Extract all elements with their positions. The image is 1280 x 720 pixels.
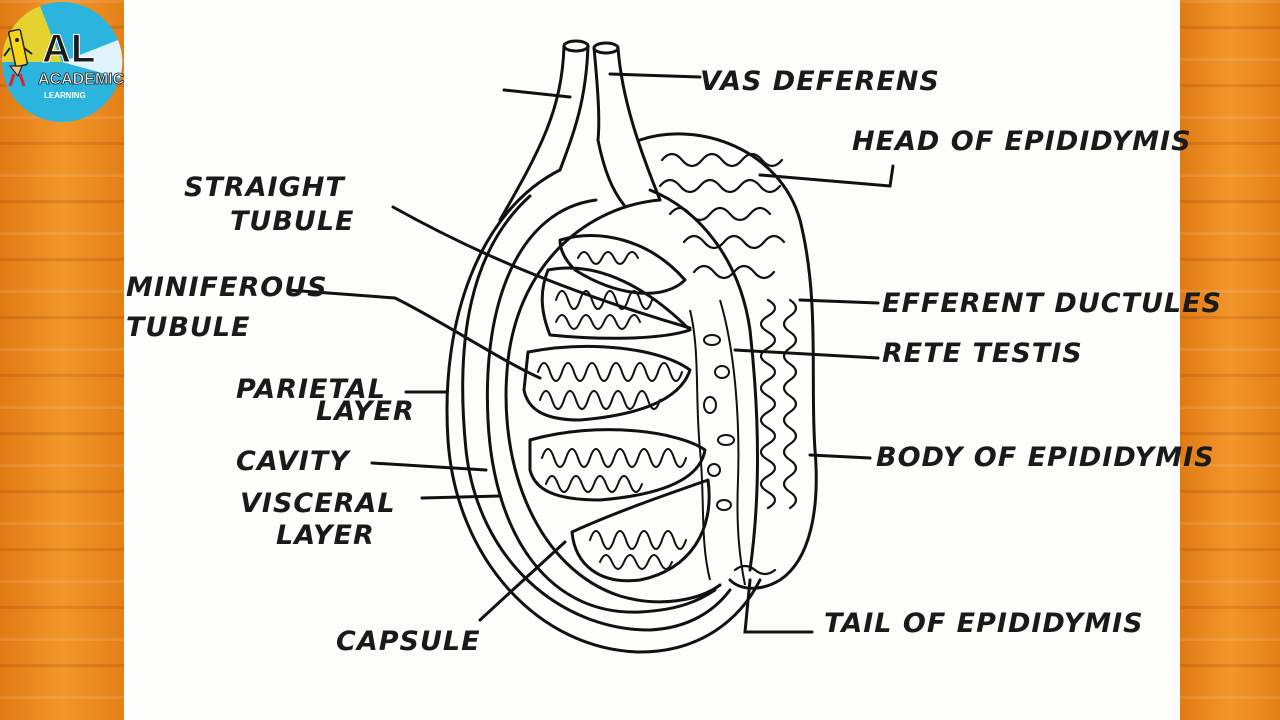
label-efferent-ductules: EFFERENT DUCTULES: [882, 288, 1222, 319]
leader-lines: [286, 72, 895, 634]
leader-efferent-ductules: [798, 298, 880, 305]
leader-head-of-epididymis: [758, 164, 895, 188]
rete-testis-network: [689, 299, 746, 586]
label-head-of-epididymis: HEAD OF EPIDIDYMIS: [852, 126, 1192, 157]
lobule-1: [540, 266, 692, 340]
label-parietal-layer-line2: LAYER: [316, 396, 415, 427]
label-capsule: CAPSULE: [336, 626, 481, 657]
wood-background-right: [1180, 0, 1280, 720]
label-parietal-layer-line1: PARIETAL: [236, 374, 386, 405]
label-visceral-layer-line2: LAYER: [276, 520, 375, 551]
pencil-mascot-icon: [3, 28, 33, 87]
label-visceral-layer-line1: VISCERAL: [240, 488, 396, 519]
logo-tagline: LEARNING: [44, 91, 86, 100]
lobule-4: [570, 478, 711, 583]
leader-rete-testis: [733, 348, 880, 360]
parietal-layer-outline: [445, 168, 762, 654]
lobule-3: [528, 428, 707, 502]
label-body-of-epididymis: BODY OF EPIDIDYMIS: [876, 442, 1215, 473]
leader-visceral-layer: [420, 494, 502, 500]
label-vas-deferens: VAS DEFERENS: [700, 66, 940, 97]
label-cavity: CAVITY: [236, 446, 351, 477]
leader-cavity: [370, 461, 488, 472]
vas-deferens-tubes: [498, 39, 662, 222]
logo-name: ACADEMIC: [38, 71, 124, 88]
leader-seminiferous-tubule: [286, 288, 542, 380]
parietal-layer-inner: [461, 194, 732, 632]
visceral-layer-outline: [485, 198, 717, 614]
epididymis-coils: [658, 152, 798, 576]
label-seminiferous-tubule-line1: MINIFEROUS: [126, 272, 328, 303]
leader-vas-deferens: [608, 72, 702, 79]
academic-learning-logo: AL ACADEMIC LEARNING: [1, 2, 124, 122]
label-straight-tubule-line2: TUBULE: [230, 206, 355, 237]
leader-straight-tubule: [391, 205, 692, 330]
label-straight-tubule-line1: STRAIGHT: [184, 172, 346, 203]
lobule-2: [522, 344, 692, 422]
leader-capsule: [478, 540, 567, 622]
seminiferous-tubule-coils: [537, 251, 687, 570]
logo-mark: AL: [42, 27, 95, 71]
leader-vas-deferens-left: [502, 88, 572, 99]
label-seminiferous-tubule-line2: TUBULE: [126, 312, 251, 343]
logo-white-segment: [62, 40, 123, 78]
label-rete-testis: RETE TESTIS: [882, 338, 1083, 369]
paper-sheet: [124, 0, 1180, 720]
leader-body-of-epididymis: [808, 453, 872, 460]
leader-tail-of-epididymis: [743, 578, 814, 634]
lobule-top: [558, 234, 687, 295]
label-tail-of-epididymis: TAIL OF EPIDIDYMIS: [824, 608, 1144, 639]
epididymis-outline: [638, 132, 818, 590]
